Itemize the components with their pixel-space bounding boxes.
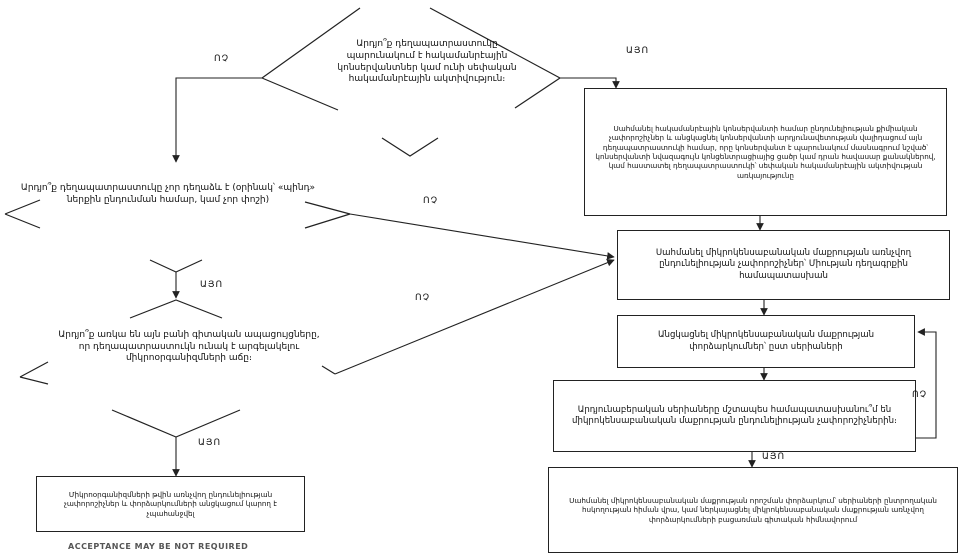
arrow-b4-loop-to-b3 bbox=[916, 328, 937, 439]
d1-edge-bottom-left bbox=[261, 77, 339, 111]
arrow-d1-to-b1 bbox=[560, 77, 620, 89]
d2-edge-right-top bbox=[304, 201, 351, 215]
d1-edge-top-left bbox=[261, 7, 361, 79]
label-no-b4: ՈՉ bbox=[912, 390, 928, 400]
d1-edge-top-right bbox=[429, 7, 561, 79]
process-box-batch-testing: Անցկացնել միկրոկենսաբանական մաքրության փ… bbox=[617, 315, 915, 368]
label-yes-b4: ԱՅՈ bbox=[762, 452, 786, 462]
arrow-d2-to-b2 bbox=[349, 213, 615, 260]
label-yes-d2: ԱՅՈ bbox=[200, 280, 224, 290]
label-no-d3: ՈՉ bbox=[415, 293, 431, 303]
d3-edge-left-top bbox=[19, 361, 49, 378]
d2-bottom-tip bbox=[149, 259, 203, 273]
process-box-not-required: Միկրոօրգանիզմների թվին առնչվող ընդունելի… bbox=[36, 476, 305, 532]
arrow-d3-to-b2 bbox=[334, 259, 615, 375]
process-box-batches-consistent: Արդյունաբերական սերիաները մշտապես համապա… bbox=[553, 380, 916, 452]
decision-3-text: Արդյո՞ք առկա են այն բանի գիտական ապացույ… bbox=[58, 330, 320, 364]
process-box-pharmacopoeia-criteria: Սահմանել միկրոկենսաբանական մաքրության առ… bbox=[617, 230, 950, 300]
process-box-skip-testing-justification: Սահմանել միկրոկենսաբանական մաքրության որ… bbox=[548, 467, 958, 553]
d3-bottom-tip bbox=[111, 409, 241, 438]
label-yes-d3: ԱՅՈ bbox=[198, 438, 222, 448]
ghost-overprint-text: ACCEPTANCE MAY BE NOT REQUIRED bbox=[68, 542, 249, 551]
label-no-d1: ՈՉ bbox=[214, 54, 230, 64]
arrow-d1-to-d2 bbox=[172, 77, 262, 163]
d1-bottom-tip bbox=[381, 137, 439, 157]
d2-edge-left-bottom bbox=[4, 213, 41, 229]
label-yes-d1: ԱՅՈ bbox=[626, 46, 650, 56]
d2-edge-left-top bbox=[4, 199, 41, 215]
decision-2-text: Արդյո՞ք դեղապատրաստուկը չոր դեղաձև է (օր… bbox=[20, 183, 316, 205]
d3-edge-left-bottom bbox=[19, 376, 49, 385]
d2-edge-right-bottom bbox=[304, 213, 351, 229]
process-box-preservative-criteria: Սահմանել հակամանրէային կոնսերվանտի համար… bbox=[584, 88, 947, 216]
decision-1-text: Արդյո՞ք դեղապատրաստուկը պարունակում է հա… bbox=[337, 39, 517, 85]
label-no-d2: ՈՉ bbox=[423, 196, 439, 206]
d3-edge-right bbox=[321, 365, 336, 375]
d3-top-tip bbox=[129, 299, 223, 319]
d1-edge-bottom-right bbox=[514, 77, 561, 109]
